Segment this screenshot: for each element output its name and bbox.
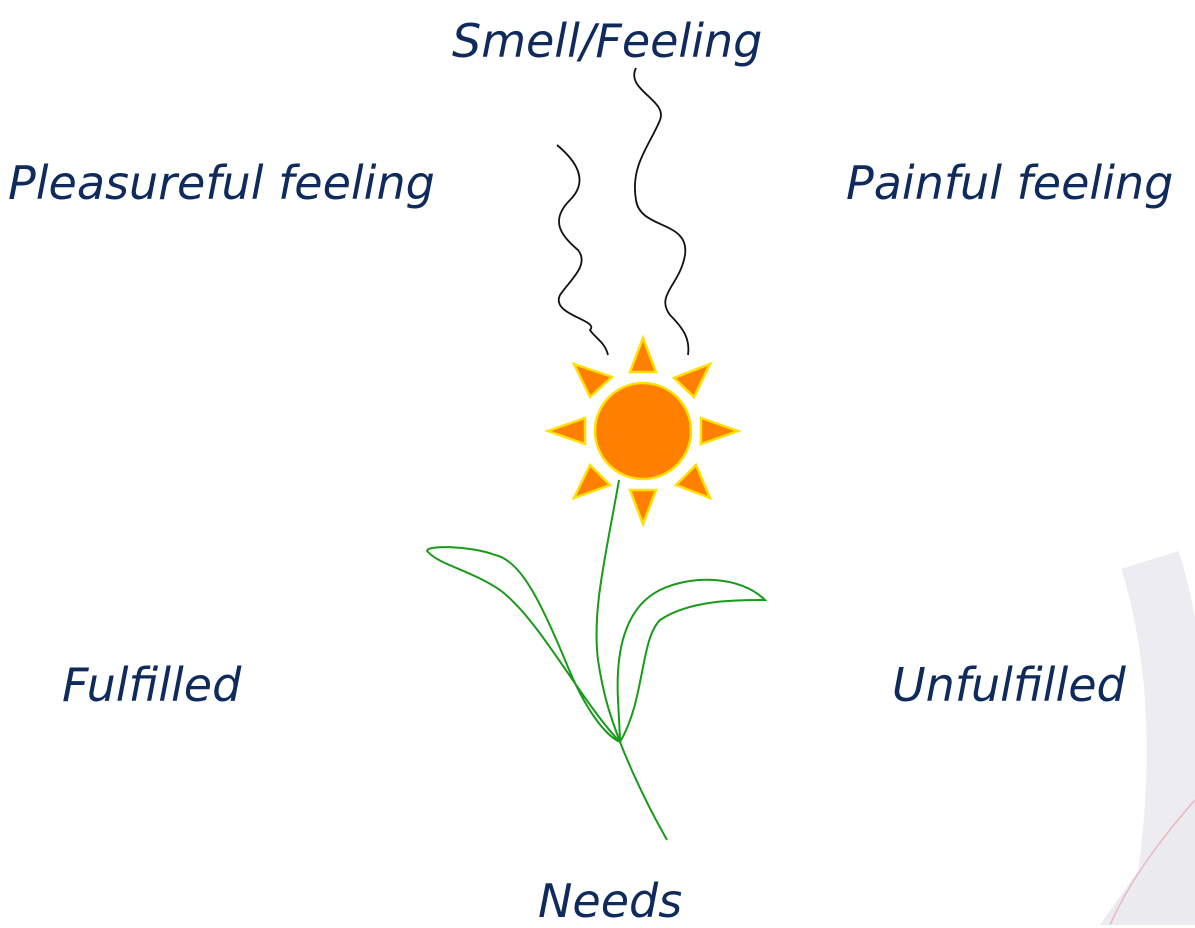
background-swoosh — [1100, 560, 1195, 925]
plant-stem-icon — [427, 480, 765, 840]
label-fulfilled: Fulfilled — [62, 662, 241, 708]
scent-line-right — [634, 68, 688, 355]
label-pleasureful-feeling: Pleasureful feeling — [8, 160, 435, 206]
label-needs: Needs — [538, 878, 682, 924]
label-smell-feeling: Smell/Feeling — [452, 18, 762, 64]
label-unfulfilled: Unfulfilled — [892, 662, 1126, 708]
scent-line-left — [557, 145, 608, 355]
sun-flower-icon — [548, 338, 738, 524]
label-painful-feeling: Painful feeling — [846, 160, 1173, 206]
